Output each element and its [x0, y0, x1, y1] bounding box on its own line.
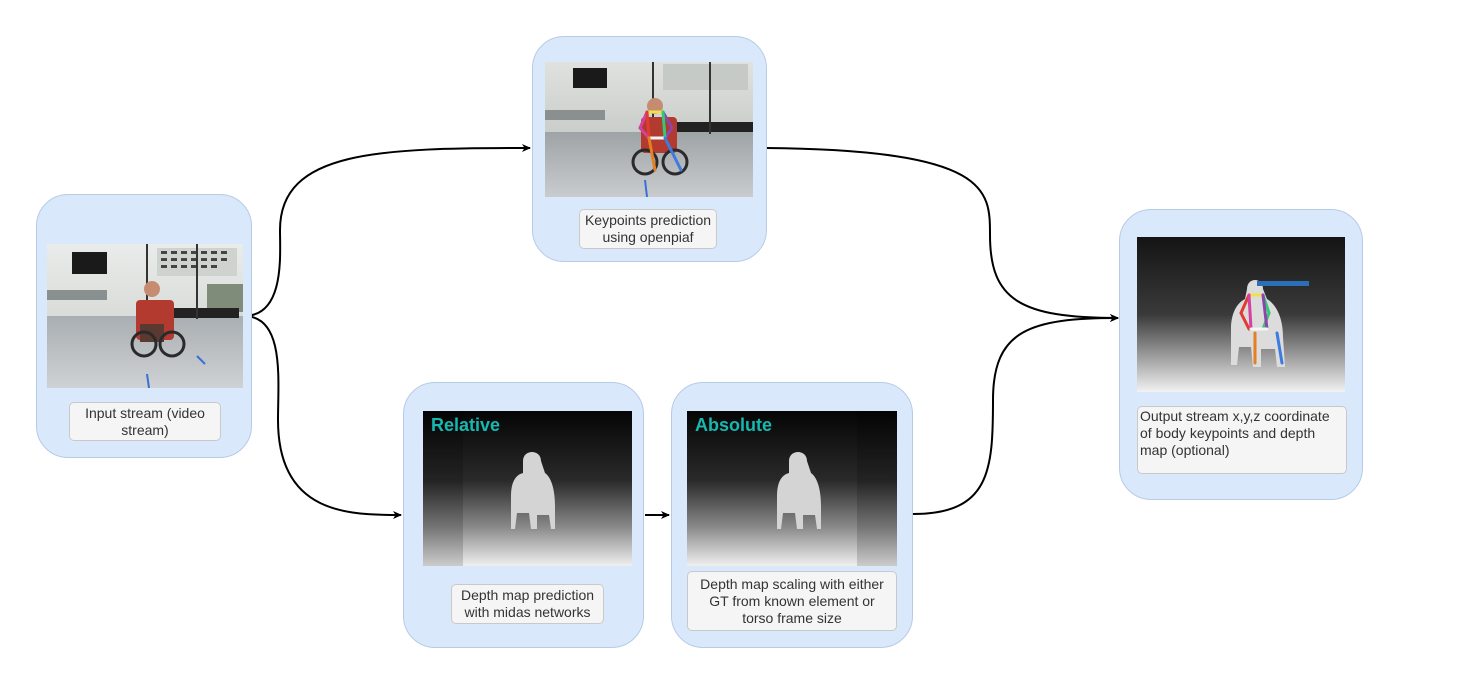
- absolute-label: Absolute: [695, 415, 773, 435]
- edge-keypoints-to-output: [765, 147, 1119, 322]
- keypoints-node: Keypoints prediction using openpiaf: [532, 36, 767, 262]
- edge-input-to-keypoints: [243, 144, 531, 317]
- output-stream-node: Output stream x,y,z coordinate of body k…: [1119, 209, 1363, 500]
- relative-depth-image: Relative: [423, 411, 632, 566]
- absolute-depth-image: Absolute: [687, 411, 897, 566]
- keypoints-caption: Keypoints prediction using openpiaf: [579, 209, 717, 249]
- input-video-frame: [47, 244, 243, 388]
- relative-label: Relative: [431, 415, 501, 435]
- output-stream-caption: Output stream x,y,z coordinate of body k…: [1137, 406, 1347, 474]
- input-stream-caption: Input stream (video stream): [69, 402, 221, 441]
- absolute-depth-node: Absolute Depth map scaling with either G…: [671, 382, 913, 648]
- absolute-depth-caption: Depth map scaling with either GT from kn…: [687, 571, 897, 631]
- relative-depth-caption: Depth map prediction with midas networks: [451, 584, 604, 624]
- keypoints-frame: [545, 62, 753, 197]
- relative-depth-node: Relative Depth map prediction with midas…: [403, 382, 644, 648]
- output-depth-skeleton-image: [1137, 237, 1345, 392]
- input-stream-node: Input stream (video stream): [36, 194, 252, 458]
- edge-input-to-relative: [243, 315, 402, 519]
- edge-absolute-to-output: [912, 314, 1119, 515]
